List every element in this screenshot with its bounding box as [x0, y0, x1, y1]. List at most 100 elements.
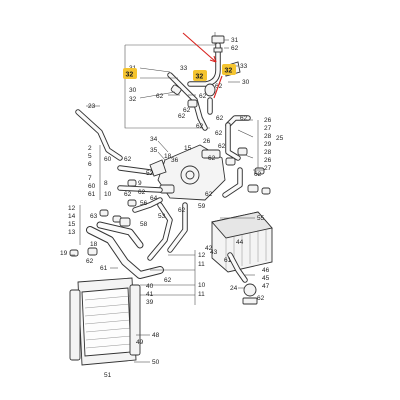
callout: 62: [208, 155, 216, 162]
callout: 40: [146, 283, 154, 290]
callout: 14: [68, 213, 76, 220]
callout: 47: [262, 283, 270, 290]
callout: 62: [218, 143, 226, 150]
callout: 64: [150, 195, 158, 202]
coolant-flange-housing: [149, 144, 226, 201]
radiator: [69, 277, 141, 366]
callout: 25: [276, 135, 284, 142]
callout: 26: [203, 138, 211, 145]
clip: [187, 99, 198, 108]
red-arrow: [182, 32, 223, 99]
callout: 62: [254, 171, 262, 178]
callout: 33: [240, 63, 248, 70]
callout: 15: [68, 221, 76, 228]
callout: 62: [138, 189, 146, 196]
left-clips: [69, 179, 137, 257]
callout: 8: [104, 180, 108, 187]
highlight-box: [193, 70, 207, 81]
callout: 30: [129, 87, 137, 94]
callout: 62: [199, 93, 207, 100]
highlighted-label: 32: [225, 68, 233, 75]
callout: 19: [60, 250, 68, 257]
callout: 56: [140, 200, 148, 207]
callout: 62: [216, 115, 224, 122]
callout: 23: [88, 103, 96, 110]
callout: 12: [198, 252, 206, 259]
callout: 18: [90, 241, 98, 248]
callout: 58: [140, 221, 148, 228]
callout: 33: [180, 65, 188, 72]
callout: 44: [236, 239, 244, 246]
upper-hoses: [167, 72, 216, 131]
radiator-tank-right: [129, 284, 141, 356]
callout: 6: [88, 161, 92, 168]
callout: 62: [240, 115, 248, 122]
bypass-pipe-23: [75, 109, 123, 161]
callout: 2: [88, 145, 92, 152]
callout: 30: [242, 79, 250, 86]
callout: 63: [90, 213, 98, 220]
callout: 18: [164, 153, 172, 160]
callout: 13: [68, 229, 76, 236]
callout: 46: [262, 267, 270, 274]
lower-right-pipes: [227, 252, 258, 305]
callout: 10: [104, 191, 112, 198]
highlight-box: [222, 64, 236, 75]
callout: 12: [68, 205, 76, 212]
callout: 62: [215, 130, 223, 137]
callout: 59: [198, 203, 206, 210]
callout: 62: [196, 123, 204, 130]
callout: 60: [104, 156, 112, 163]
callout: 26: [264, 117, 272, 124]
clip-top: [213, 47, 223, 53]
callout: 10: [198, 282, 206, 289]
callout: 62: [178, 113, 186, 120]
callout: 32: [129, 96, 137, 103]
callout: 55: [257, 215, 265, 222]
callout: 24: [230, 285, 238, 292]
highlighted-label: 32: [196, 74, 204, 81]
callout: 28: [264, 133, 272, 140]
callout: 49: [136, 339, 144, 346]
callout: 62: [156, 93, 164, 100]
callout: 27: [264, 125, 272, 132]
hose-end: [204, 83, 216, 97]
callout: 62: [231, 45, 239, 52]
callout: 29: [264, 141, 272, 148]
callout: 9: [138, 180, 142, 187]
callout: 5: [88, 153, 92, 160]
callout: 48: [152, 332, 160, 339]
callout: 35: [150, 147, 158, 154]
callout: 62: [124, 156, 132, 163]
right-upper-hoses: [222, 115, 271, 198]
callout: 53: [158, 213, 166, 220]
leader-lines: [70, 39, 264, 363]
callout: 50: [152, 359, 160, 366]
callout: 39: [146, 299, 154, 306]
callout: 11: [198, 291, 205, 298]
left-hoses: [117, 165, 188, 261]
callout: 42: [205, 245, 213, 252]
callout: 62: [183, 107, 191, 114]
callout: 61: [88, 191, 96, 198]
highlighted-label: 32: [126, 72, 134, 79]
lower-radiator-hose: [86, 221, 164, 279]
callout: 34: [150, 136, 158, 143]
callout: 15: [184, 145, 192, 152]
callout: 62: [205, 191, 213, 198]
callout: 27: [264, 165, 272, 172]
oil-cooler: [211, 211, 273, 273]
callout: 31: [231, 37, 239, 44]
callout: 62: [86, 258, 94, 265]
radiator-tank-left: [69, 289, 81, 361]
callout: 41: [146, 291, 154, 298]
callout: 36: [171, 157, 179, 164]
callout: 61: [224, 257, 232, 264]
callout: 62: [178, 207, 186, 214]
callout: 51: [104, 372, 112, 379]
callout: 45: [262, 275, 270, 282]
callout: 52: [146, 170, 154, 177]
callout: 7: [88, 175, 92, 182]
highlight-box: [123, 68, 137, 79]
